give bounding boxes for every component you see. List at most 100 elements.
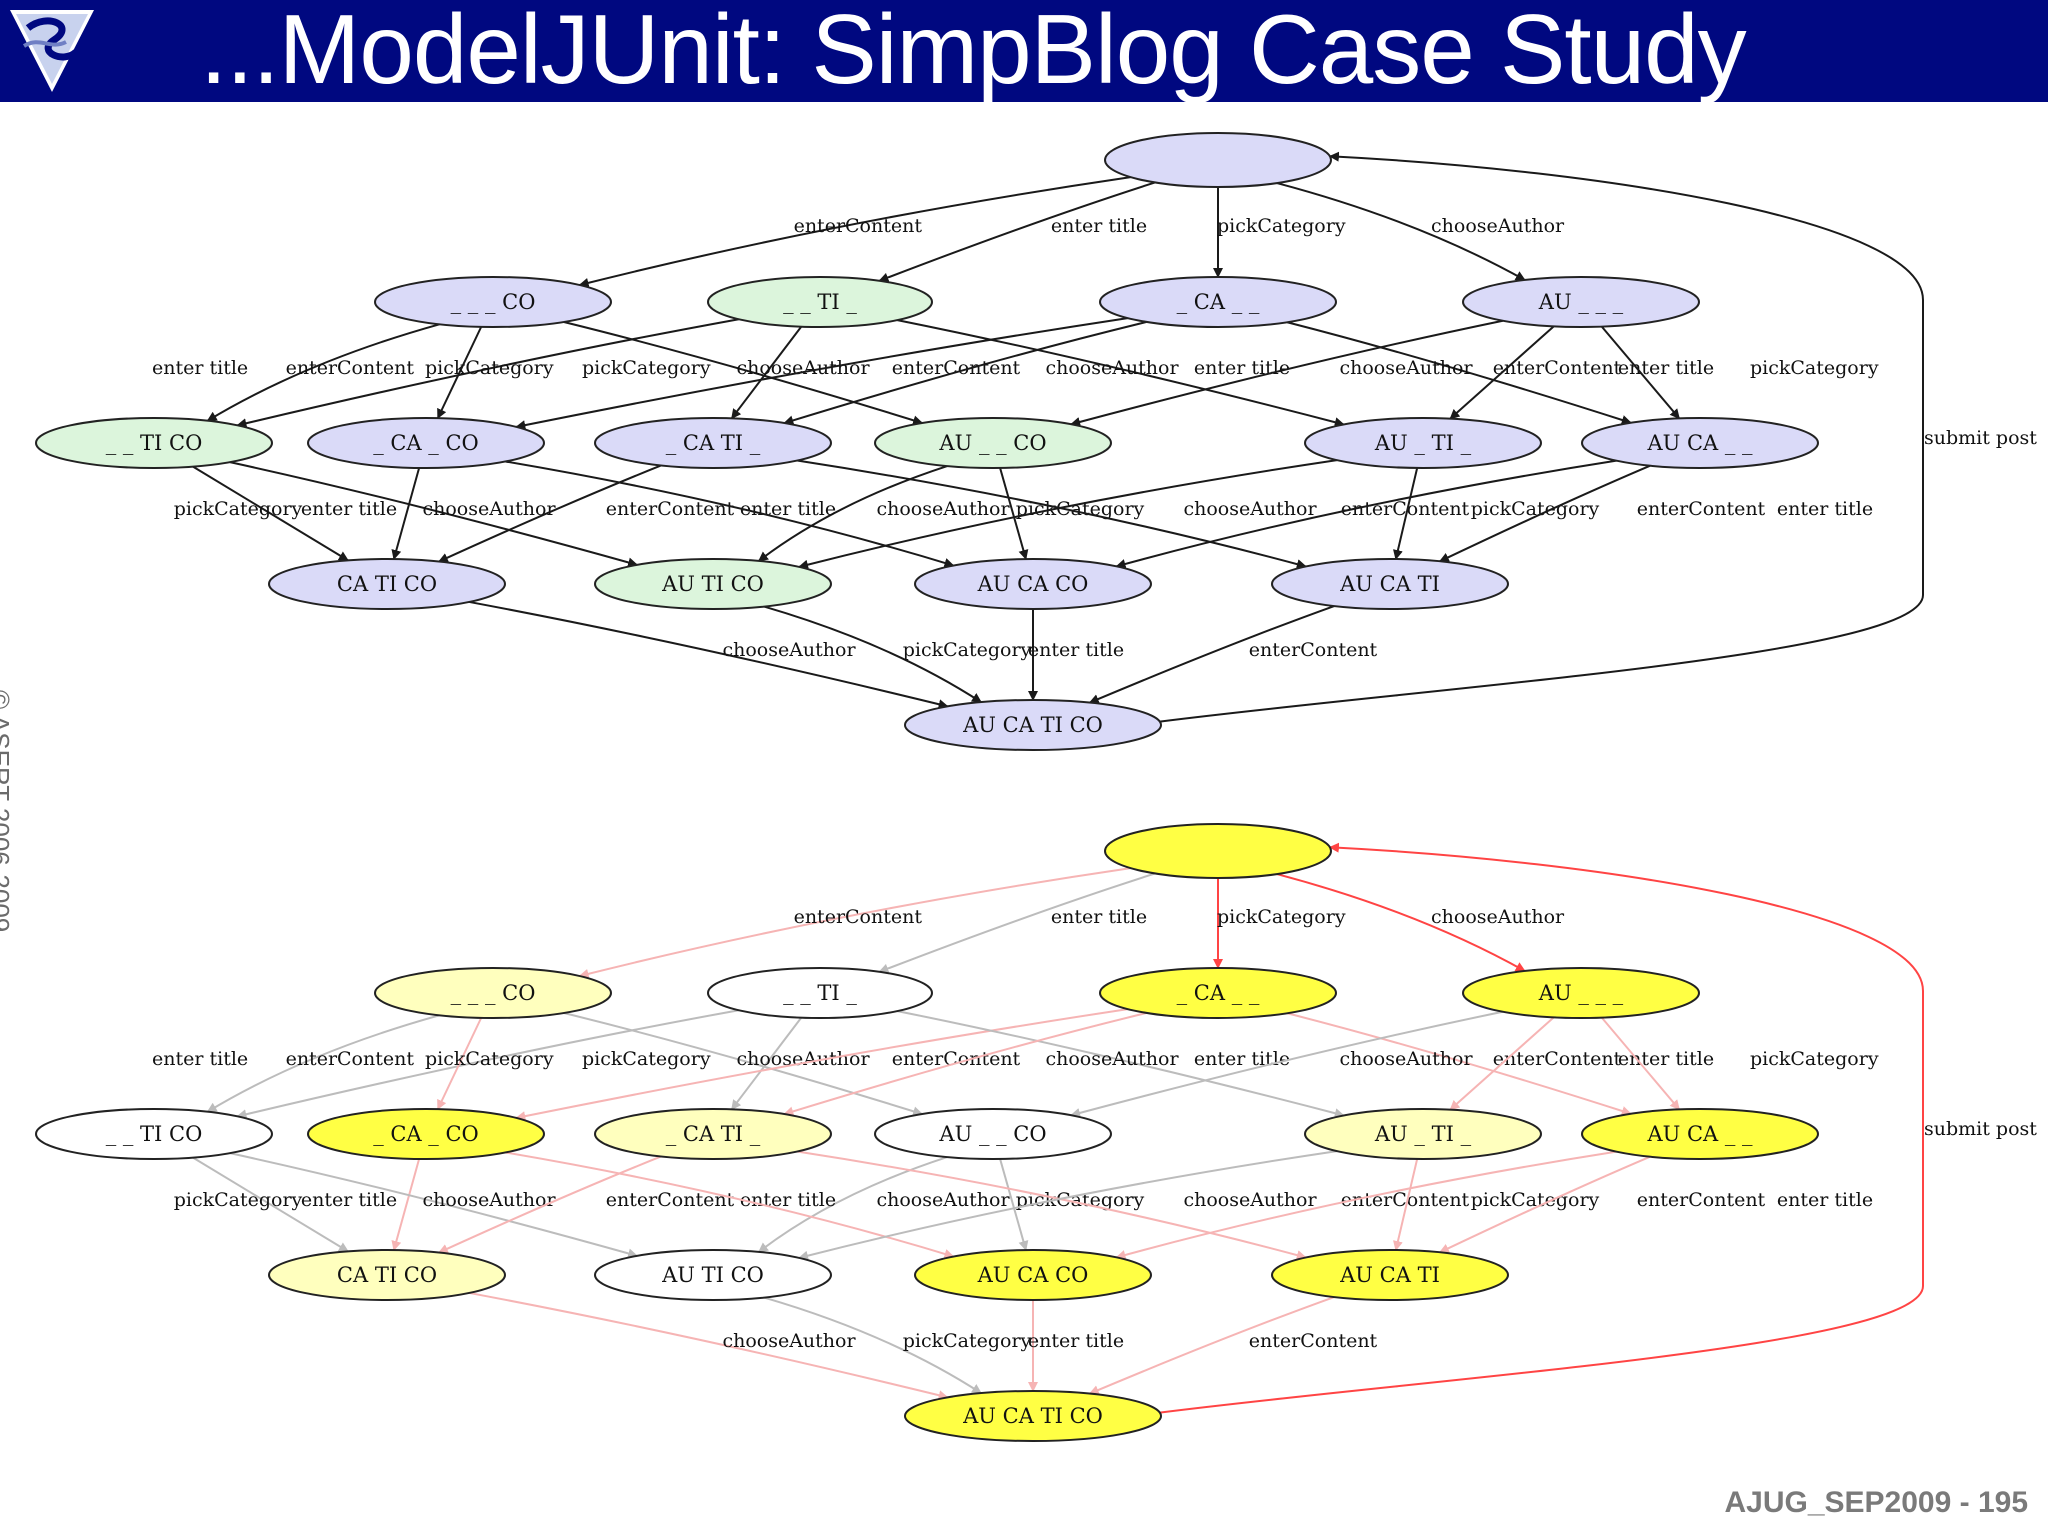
edge-top-n9-n12 [798, 459, 1338, 570]
edge-bottom-n3-n10 [1286, 1012, 1632, 1116]
state-label-top-n15: AU CA TI CO [962, 713, 1103, 737]
edge-bottom-n3-n7 [783, 1011, 1147, 1117]
edge-bottom-n15-n0 [1159, 842, 1924, 1414]
edge-label-top-n1-n8: chooseAuthor [736, 357, 870, 379]
edge-bottom-n10-n14 [1438, 1155, 1651, 1254]
edge-label-top-n2-n9: chooseAuthor [1045, 357, 1179, 379]
edge-top-n1-n5 [206, 323, 440, 422]
edge-bottom-n0-n1 [578, 867, 1131, 979]
state-label-bottom-n10: AU CA _ _ [1646, 1122, 1753, 1146]
state-node-top-n10 [1581, 417, 1819, 469]
state-label-bottom-n11: CA TI CO [337, 1263, 437, 1287]
state-label-top-n6: _ CA _ CO [373, 431, 479, 455]
edge-top-n4-n9 [1449, 325, 1555, 420]
edge-label-top-n5-n11: pickCategory [174, 498, 303, 520]
state-label-top-n10: AU CA _ _ [1646, 431, 1753, 455]
edge-label-top-n6-n13: chooseAuthor [876, 498, 1010, 520]
edge-bottom-n0-n2 [878, 872, 1156, 974]
state-label-bottom-n5: _ _ TI CO [106, 1122, 203, 1146]
state-node-bottom-n12 [594, 1249, 832, 1301]
state-node-top-n6 [307, 417, 545, 469]
edge-label-top-n13-n15: enter title [1028, 639, 1124, 661]
edge-top-n7-n11 [437, 464, 662, 563]
edge-label-bottom-n10-n13: enterContent [1637, 1189, 1766, 1211]
title-bar: ...ModelJUnit: SimpBlog Case Study [0, 0, 2048, 104]
edge-label-bottom-n1-n8: chooseAuthor [736, 1048, 870, 1070]
edge-label-bottom-n13-n15: enter title [1028, 1330, 1124, 1352]
edge-top-n1-n6 [436, 326, 483, 420]
state-node-bottom-n0 [1104, 823, 1332, 879]
state-label-bottom-n4: AU _ _ _ [1538, 981, 1624, 1005]
edge-top-n4-n10 [1601, 325, 1680, 420]
edge-label-top-n0-n3: pickCategory [1217, 215, 1346, 237]
edge-label-top-n1-n5: enter title [152, 357, 248, 379]
state-node-top-n14 [1271, 558, 1509, 610]
edge-top-n2-n7 [730, 326, 803, 420]
state-node-top-n15 [904, 699, 1162, 751]
edge-label-top-n6-n11: enter title [301, 498, 397, 520]
edge-bottom-n4-n8 [1070, 1010, 1504, 1118]
edge-label-bottom-n6-n13: chooseAuthor [876, 1189, 1010, 1211]
edge-top-n9-n14 [1393, 467, 1419, 561]
edge-label-top-n4-n9: enter title [1618, 357, 1714, 379]
edge-top-n4-n8 [1070, 319, 1504, 427]
edge-bottom-n9-n12 [798, 1150, 1338, 1261]
state-node-bottom-n10 [1581, 1108, 1819, 1160]
state-node-bottom-n8 [874, 1108, 1112, 1160]
slide-footer: AJUG_SEP2009 - 195 [1724, 1486, 2028, 1519]
state-label-bottom-n1: _ _ _ CO [451, 981, 536, 1005]
edge-label-bottom-n1-n5: enter title [152, 1048, 248, 1070]
edge-label-bottom-n8-n12: enter title [740, 1189, 836, 1211]
state-node-top-n0 [1104, 132, 1332, 188]
edge-top-n0-n1 [578, 176, 1131, 288]
edge-top-n12-n15 [763, 605, 982, 703]
state-node-bottom-n7 [594, 1108, 832, 1160]
edge-label-top-n7-n11: enterContent [606, 498, 735, 520]
state-label-bottom-n3: _ CA _ _ [1177, 981, 1260, 1005]
edge-top-n3-n7 [783, 320, 1147, 426]
edge-label-top-n0-n2: enter title [1051, 215, 1147, 237]
state-node-top-n7 [594, 417, 832, 469]
state-label-top-n11: CA TI CO [337, 572, 437, 596]
edge-label-top-n7-n14: chooseAuthor [1183, 498, 1317, 520]
state-node-top-n4 [1462, 276, 1700, 328]
state-label-top-n9: AU _ TI _ [1374, 431, 1472, 455]
edge-top-n6-n11 [391, 467, 421, 561]
state-node-bottom-n1 [374, 967, 612, 1019]
state-node-top-n3 [1099, 276, 1337, 328]
edge-bottom-n0-n4 [1276, 873, 1526, 972]
state-node-top-n1 [374, 276, 612, 328]
edge-label-bottom-n14-n15: enterContent [1249, 1330, 1378, 1352]
edge-label-bottom-n1-n6: pickCategory [425, 1048, 554, 1070]
edge-bottom-n2-n5 [236, 1009, 739, 1120]
state-label-top-n3: _ CA _ _ [1177, 290, 1260, 314]
edge-label-bottom-n7-n14: chooseAuthor [1183, 1189, 1317, 1211]
edge-label-bottom-n0-n4: chooseAuthor [1431, 906, 1565, 928]
edge-bottom-n2-n7 [730, 1017, 803, 1111]
edge-label-bottom-n15-n0: submit post [1924, 1118, 2037, 1140]
state-node-top-n13 [914, 558, 1152, 610]
edge-label-bottom-n6-n11: enter title [301, 1189, 397, 1211]
state-label-top-n1: _ _ _ CO [451, 290, 536, 314]
edge-label-bottom-n3-n10: chooseAuthor [1339, 1048, 1473, 1070]
state-label-top-n8: AU _ _ CO [938, 431, 1046, 455]
edge-label-bottom-n7-n11: enterContent [606, 1189, 735, 1211]
edge-top-n15-n0 [1159, 151, 1924, 723]
edge-bottom-n8-n13 [999, 1158, 1029, 1252]
edge-bottom-n5-n11 [192, 1156, 349, 1253]
state-node-top-n8 [874, 417, 1112, 469]
edge-bottom-n3-n6 [515, 1008, 1128, 1122]
state-label-top-n13: AU CA CO [977, 572, 1089, 596]
state-node-bottom-n13 [914, 1249, 1152, 1301]
state-node-bottom-n11 [268, 1249, 506, 1301]
edge-label-top-n0-n1: enterContent [794, 215, 923, 237]
edge-bottom-n1-n5 [206, 1014, 440, 1113]
slide-title: ...ModelJUnit: SimpBlog Case Study [200, 0, 1747, 104]
edge-label-top-n4-n10: pickCategory [1750, 357, 1879, 379]
edge-top-n5-n11 [192, 465, 349, 562]
edge-top-n3-n10 [1286, 321, 1632, 425]
edge-bottom-n1-n8 [563, 1012, 924, 1117]
state-node-top-n9 [1304, 417, 1542, 469]
edge-label-top-n10-n14: enter title [1777, 498, 1873, 520]
edge-label-bottom-n4-n10: pickCategory [1750, 1048, 1879, 1070]
